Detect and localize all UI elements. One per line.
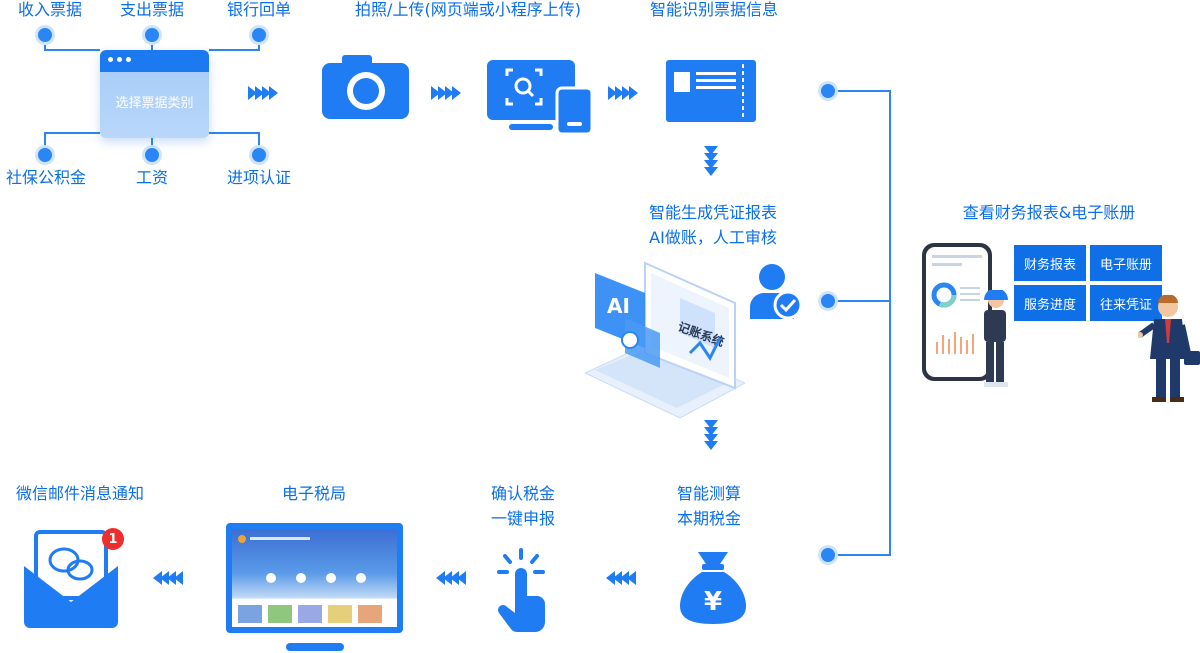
report-card-progress[interactable]: 服务进度 bbox=[1013, 284, 1087, 322]
phone-mockup bbox=[922, 243, 992, 381]
step-report-label: 查看财务报表&电子账册 bbox=[962, 203, 1136, 222]
connector-dot bbox=[38, 148, 52, 162]
tax-bureau-screen bbox=[232, 529, 397, 627]
connector-dot bbox=[821, 84, 835, 98]
category-window[interactable]: 选择票据类别 bbox=[100, 50, 209, 138]
flow-arrow-down bbox=[704, 146, 718, 176]
step-calc-label-1: 智能测算 bbox=[676, 484, 742, 503]
report-card-ledger[interactable]: 电子账册 bbox=[1089, 244, 1163, 282]
step-notify-label: 微信邮件消息通知 bbox=[15, 484, 145, 503]
tap-hand-icon bbox=[497, 548, 545, 632]
connector-dot bbox=[252, 148, 266, 162]
category-window-text: 选择票据类别 bbox=[115, 96, 194, 111]
step-recognize-label: 智能识别票据信息 bbox=[649, 0, 779, 19]
label-social-security: 社保公积金 bbox=[5, 168, 87, 187]
yuan-sign: ¥ bbox=[704, 587, 722, 617]
phone-screen-chart bbox=[931, 255, 982, 354]
step-tax-bureau-label: 电子税局 bbox=[281, 484, 347, 503]
flow-arrow-right bbox=[431, 86, 461, 100]
flow-arrow-left bbox=[436, 571, 466, 585]
step-confirm-label-2: 一键申报 bbox=[490, 509, 556, 528]
connector-dot bbox=[821, 548, 835, 562]
label-salary: 工资 bbox=[135, 168, 169, 187]
businessman-figure bbox=[1138, 295, 1200, 402]
monitor-stand bbox=[286, 643, 344, 651]
step-generate-label-2: AI做账，人工审核 bbox=[649, 228, 777, 247]
connector-dot bbox=[252, 28, 266, 42]
wechat-mail-icon bbox=[24, 530, 118, 628]
connector-dot bbox=[145, 28, 159, 42]
label-input-auth: 进项认证 bbox=[226, 168, 292, 187]
report-connector bbox=[828, 90, 891, 556]
report-card-financial[interactable]: 财务报表 bbox=[1013, 244, 1087, 282]
step-confirm-label-1: 确认税金 bbox=[490, 484, 556, 503]
money-bag-icon: ¥ bbox=[680, 552, 746, 624]
connector-dot bbox=[145, 148, 159, 162]
ticket-icon bbox=[666, 60, 756, 122]
scan-monitor-icon bbox=[487, 60, 592, 134]
notification-badge: 1 bbox=[102, 528, 124, 550]
worker-figure bbox=[984, 290, 1008, 387]
user-check-icon bbox=[750, 264, 802, 320]
label-expense: 支出票据 bbox=[119, 0, 185, 19]
flow-arrow-left bbox=[606, 571, 636, 585]
flow-arrow-right bbox=[608, 86, 638, 100]
label-bank-receipt: 银行回单 bbox=[226, 0, 292, 19]
flow-arrow-down bbox=[704, 420, 718, 450]
step-upload-label: 拍照/上传(网页端或小程序上传) bbox=[355, 0, 581, 19]
tax-bureau-monitor[interactable] bbox=[226, 523, 403, 633]
flow-arrow-left bbox=[153, 571, 183, 585]
connector-dot bbox=[821, 294, 835, 308]
ai-badge-text: AI bbox=[607, 294, 630, 318]
camera-icon bbox=[322, 55, 409, 119]
flow-arrow-right bbox=[248, 86, 278, 100]
label-income: 收入票据 bbox=[17, 0, 83, 19]
connector-dot bbox=[38, 28, 52, 42]
ai-laptop-illustration: AI 记账系统 bbox=[585, 261, 745, 419]
window-dots bbox=[108, 57, 131, 62]
step-generate-label-1: 智能生成凭证报表 bbox=[648, 203, 778, 222]
step-calc-label-2: 本期税金 bbox=[676, 509, 742, 528]
